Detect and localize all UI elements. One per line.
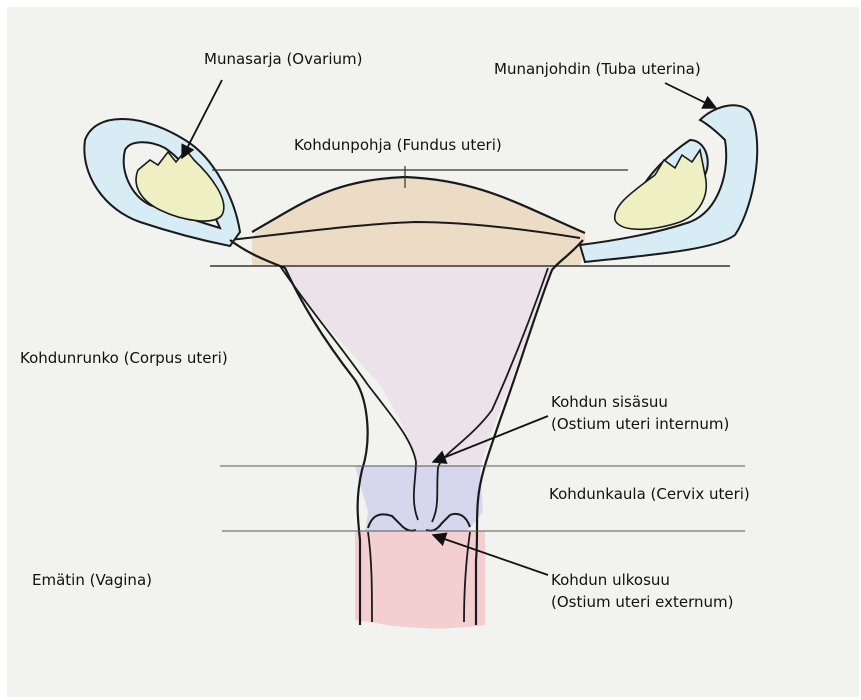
label-tuba: Munanjohdin (Tuba uterina) [494, 58, 701, 80]
right-ovary [615, 150, 707, 229]
label-ostium-internum-line1: Kohdun sisäsuu [551, 391, 668, 413]
label-fundus: Kohdunpohja (Fundus uteri) [294, 134, 502, 156]
ovarium-pointer-arrow [182, 80, 222, 158]
tuba-pointer-arrow [665, 83, 716, 108]
corpus-region [280, 266, 553, 466]
label-vagina: Emätin (Vagina) [32, 569, 152, 591]
cervix-region [355, 466, 483, 531]
label-ostium-internum-line2: (Ostium uteri internum) [551, 413, 729, 435]
label-cervix: Kohdunkaula (Cervix uteri) [549, 483, 750, 505]
label-ovarium: Munasarja (Ovarium) [204, 48, 362, 70]
label-ostium-externum-line2: (Ostium uteri externum) [551, 591, 733, 613]
label-ostium-externum-line1: Kohdun ulkosuu [551, 569, 670, 591]
label-corpus: Kohdunrunko (Corpus uteri) [20, 347, 228, 369]
